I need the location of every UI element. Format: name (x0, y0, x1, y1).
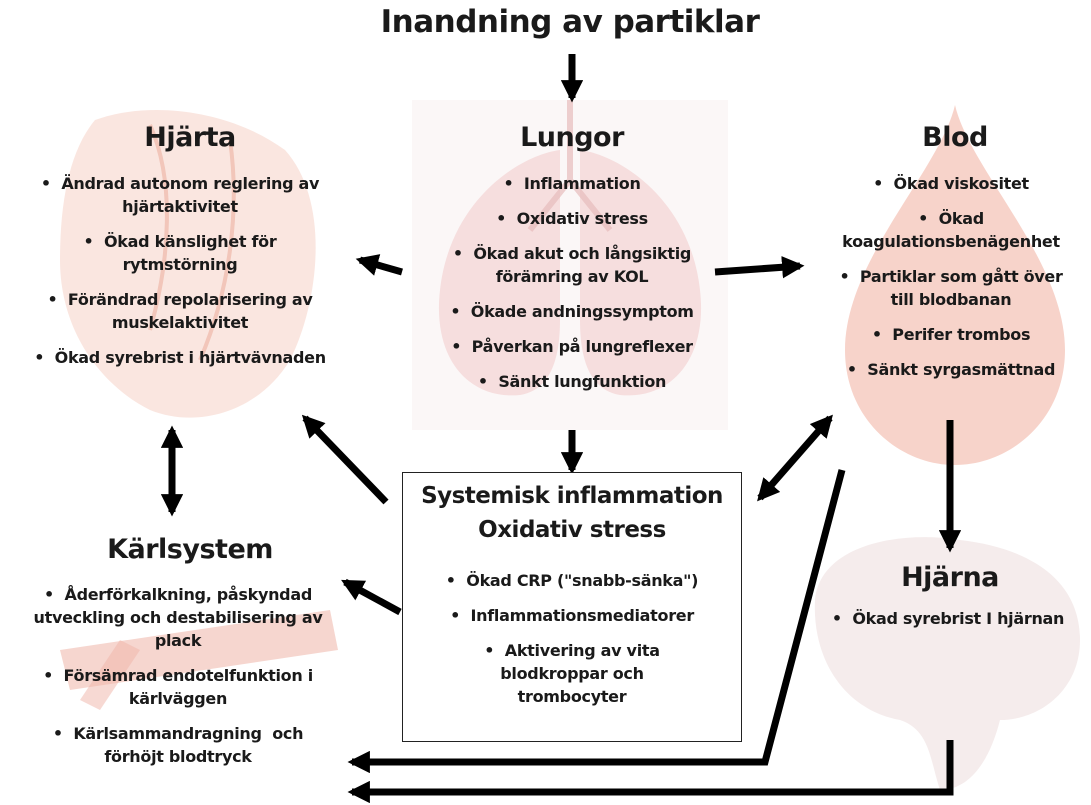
hjarta-item: Ökad känslighet för rytmstörning (10, 230, 350, 276)
hjarna-list: Ökad syrebrist I hjärnan (808, 607, 1088, 642)
lungor-item: Inflammation (422, 172, 722, 195)
blod-item: Perifer trombos (815, 323, 1087, 346)
hjarta-item: Ändrad autonom reglering av hjärtaktivit… (10, 172, 350, 218)
systemisk-heading-1: Systemisk inflammation (421, 483, 723, 509)
systemisk-item: Ökad CRP ("snabb-sänka") (413, 569, 731, 592)
lungor-item: Påverkan på lungreflexer (422, 335, 722, 358)
lungor-item: Ökad akut och långsiktig förämring av KO… (422, 242, 722, 288)
blod-item: Ökad viskositet (815, 172, 1087, 195)
lungor-item: Oxidativ stress (422, 207, 722, 230)
arrow-systemisk-blod (757, 414, 833, 502)
hjarta-item: Förändrad repolarisering av muskelaktivi… (10, 288, 350, 334)
hjarna-heading: Hjärna (901, 562, 999, 593)
karlsystem-heading: Kärlsystem (107, 534, 273, 565)
blod-heading: Blod (922, 122, 988, 153)
hjarta-list: Ändrad autonom reglering av hjärtaktivit… (10, 172, 350, 381)
arrow-systemisk-to-karlsystem (341, 578, 402, 616)
hjarna-item: Ökad syrebrist I hjärnan (808, 607, 1088, 630)
blod-item: Partiklar som gått över till blodbanan (815, 265, 1087, 311)
arrow-lungor-to-blod (714, 256, 805, 279)
systemisk-item: Inflammationsmediatorer (413, 604, 731, 627)
blod-list: Ökad viskositet Ökad koagulationsbenägen… (815, 172, 1087, 393)
systemisk-item: Aktivering av vita blodkroppar och tromb… (413, 639, 731, 708)
blod-item: Sänkt syrgasmättnad (815, 358, 1087, 381)
karlsystem-list: Åderförkalkning, påskyndad utveckling oc… (12, 583, 344, 780)
systemisk-heading-2: Oxidativ stress (478, 517, 666, 543)
systemisk-list: Ökad CRP ("snabb-sänka") Inflammationsme… (413, 569, 731, 720)
hjarta-item: Ökad syrebrist i hjärtvävnaden (10, 346, 350, 369)
karlsystem-item: Försämrad endotelfunktion i kärlväggen (12, 664, 344, 710)
systemic-inflammation-box: Systemisk inflammation Oxidativ stress Ö… (402, 472, 742, 742)
lungor-list: Inflammation Oxidativ stress Ökad akut o… (422, 172, 722, 405)
karlsystem-item: Åderförkalkning, påskyndad utveckling oc… (12, 583, 344, 652)
lungor-heading: Lungor (520, 122, 624, 153)
arrow-hjarna-to-karlsystem (347, 740, 954, 804)
arrow-lungor-to-hjarta (355, 254, 403, 276)
arrow-blod-to-karlsystem (347, 469, 846, 774)
lungor-item: Ökade andningssymptom (422, 300, 722, 323)
lungor-item: Sänkt lungfunktion (422, 370, 722, 393)
diagram-title: Inandning av partiklar (380, 4, 760, 40)
karlsystem-item: Kärlsammandragning och förhöjt blodtryck (12, 722, 344, 768)
hjarta-heading: Hjärta (144, 122, 236, 153)
blod-item: Ökad koagulationsbenägenhet (815, 207, 1087, 253)
arrow-systemisk-to-hjarta (301, 414, 389, 505)
